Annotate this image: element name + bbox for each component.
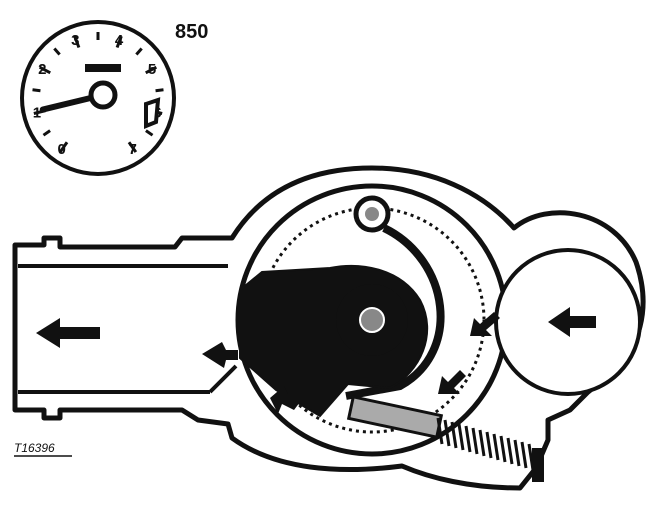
gauge-title: 850 xyxy=(175,21,208,43)
spring-coil xyxy=(478,429,486,457)
gauge-tick xyxy=(155,88,164,93)
gauge-scale-label: 2 xyxy=(38,61,46,78)
gauge-scale-label: 5 xyxy=(148,61,156,78)
gauge-tick xyxy=(42,129,51,137)
gauge-tick xyxy=(53,47,61,56)
gauge-tick xyxy=(145,129,154,137)
spring-coil xyxy=(450,421,458,449)
gauge-scale-label: 3 xyxy=(71,32,79,49)
spring-coil xyxy=(520,441,528,469)
spring-coil xyxy=(464,425,472,453)
duct-arrow-icon xyxy=(202,342,238,368)
spring-coil xyxy=(499,435,507,463)
gauge-zone-marker xyxy=(144,97,161,129)
gauge-plate xyxy=(85,64,121,72)
gauge-scale-label: 7 xyxy=(129,141,137,158)
gauge-scale-label: 1 xyxy=(33,105,41,122)
gauge-scale-label: 0 xyxy=(57,141,65,158)
inlet-arrow-icon xyxy=(548,307,596,337)
gauge-hub xyxy=(88,80,118,110)
guide-rail xyxy=(345,224,445,400)
outlet-arrow-icon xyxy=(36,318,100,348)
spring-coil xyxy=(436,417,444,445)
flow-gauge: 01234567 xyxy=(20,20,176,176)
spring-coil xyxy=(513,439,521,467)
gauge-tick xyxy=(38,65,51,75)
return-spring xyxy=(436,417,544,482)
spring-coil xyxy=(485,431,493,459)
chamber-arrow-icon-2 xyxy=(438,370,466,394)
gauge-tick xyxy=(58,141,69,153)
outlet-duct-wall xyxy=(18,264,228,394)
pivot-pin-center xyxy=(365,207,379,221)
spring-seat xyxy=(532,448,544,482)
spring-coil xyxy=(492,433,500,461)
lower-arrow-icon xyxy=(270,386,300,414)
flap-hub-shaft xyxy=(359,307,385,333)
gauge-tick xyxy=(73,35,81,49)
bypass-lip xyxy=(208,364,238,394)
spring-coil xyxy=(506,437,514,465)
chamber-arrow-icon-1 xyxy=(470,312,500,336)
gauge-tick xyxy=(127,141,138,153)
gauge-tick xyxy=(145,65,158,75)
gauge-scale-label: 4 xyxy=(115,32,124,49)
spring-coil xyxy=(471,427,479,455)
gauge-tick xyxy=(32,88,41,93)
gauge-ticks xyxy=(32,32,164,153)
valve-body xyxy=(12,165,646,491)
gauge-tick xyxy=(115,35,123,49)
spring-coil xyxy=(443,419,451,447)
spring-coil xyxy=(457,423,465,451)
figure-reference: T16396 xyxy=(14,441,55,455)
gauge-tick xyxy=(135,47,143,56)
flow-arrows xyxy=(36,307,596,414)
